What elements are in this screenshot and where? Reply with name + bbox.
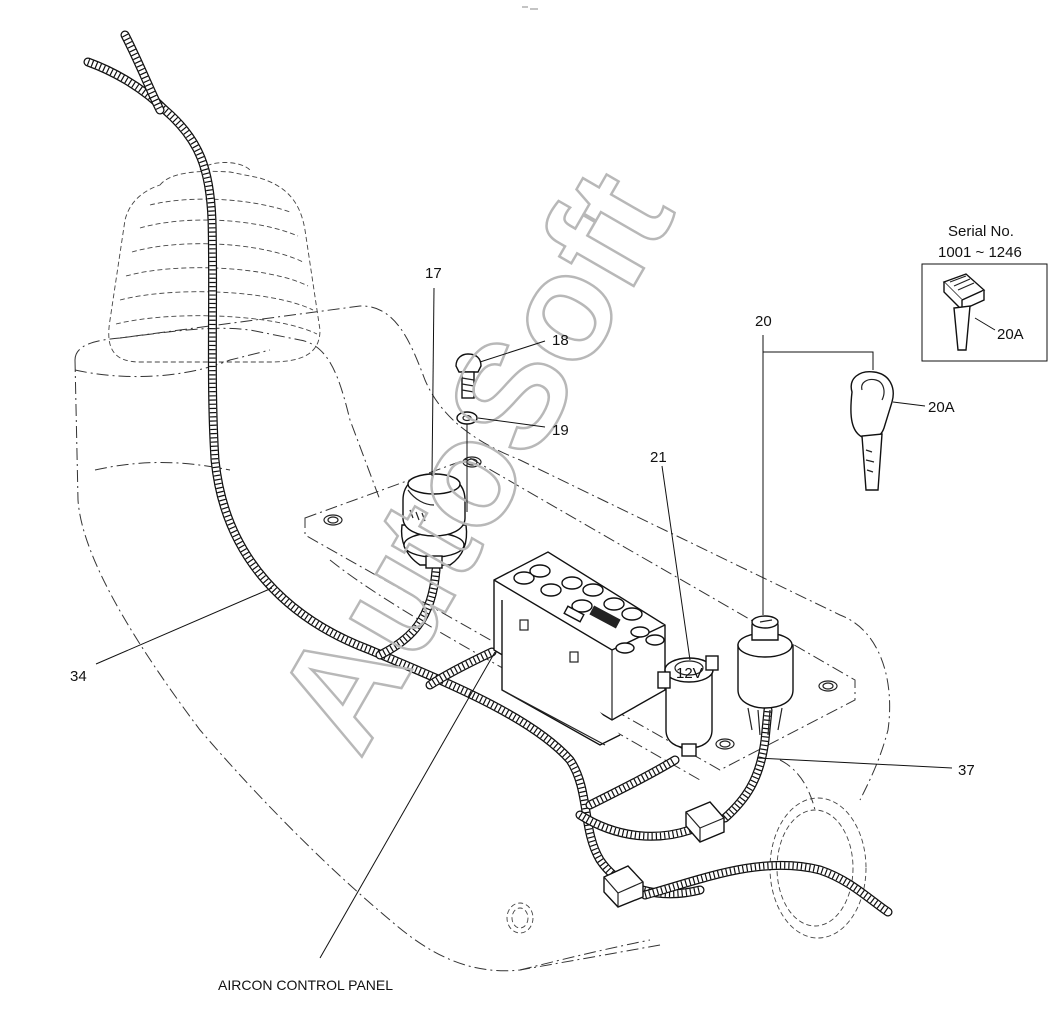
serial-heading-line1: Serial No. (948, 223, 1014, 240)
connector-lower (603, 865, 644, 908)
callout-19: 19 (552, 422, 569, 439)
lever-boot (108, 162, 321, 363)
mounting-plate-outline (304, 456, 856, 771)
connector-upper (685, 801, 725, 843)
power-socket-21: 12V (657, 655, 719, 757)
wire-harness-34 (83, 30, 705, 899)
leader-lines (95, 287, 953, 959)
callout-37: 37 (958, 762, 975, 779)
ignition-key-20A (850, 371, 894, 491)
aircon-control-panel-caption: AIRCON CONTROL PANEL (218, 977, 393, 993)
serial-box-label-20A: 20A (997, 326, 1024, 343)
start-switch-20 (737, 615, 794, 736)
callout-17: 17 (425, 265, 442, 282)
aircon-control-panel (493, 551, 666, 746)
socket-voltage-mark: 12V (676, 665, 703, 682)
callout-21: 21 (650, 449, 667, 466)
callout-20: 20 (755, 313, 772, 330)
serial-heading-line2: 1001 ~ 1246 (938, 244, 1022, 261)
callout-18: 18 (552, 332, 569, 349)
callout-34: 34 (70, 668, 87, 685)
wire-harness-37 (640, 705, 893, 917)
cigar-lighter-17 (400, 473, 468, 569)
callout-labels: 17 18 19 20 20A 21 34 37 (70, 265, 975, 779)
old-key-icon (942, 273, 986, 351)
serial-number-box: Serial No. 1001 ~ 1246 20A (921, 223, 1048, 362)
top-mark (522, 6, 538, 10)
screw-18 (455, 353, 482, 399)
callout-20A: 20A (928, 399, 955, 416)
